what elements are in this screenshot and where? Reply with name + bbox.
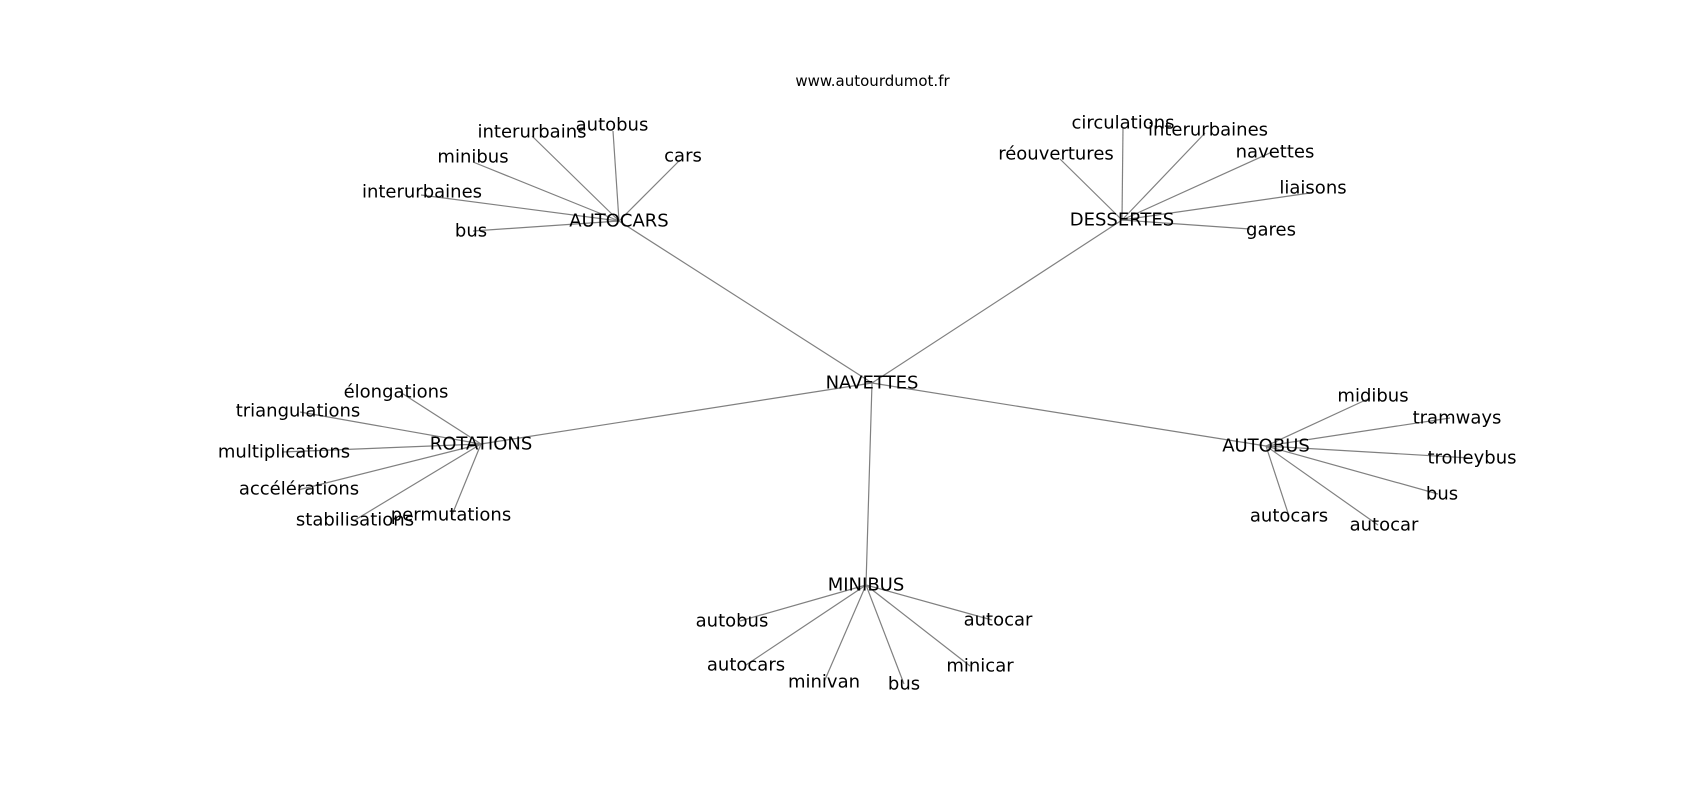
edge-center-autobus xyxy=(871,382,1267,447)
leaf-node-label: minibus xyxy=(437,147,508,168)
edge-center-dessertes xyxy=(871,219,1123,384)
edge-dessertes-leaf xyxy=(1121,219,1251,230)
edge-minibus-leaf xyxy=(865,584,905,685)
edge-autocars-leaf xyxy=(472,220,620,232)
leaf-node-label: élongations xyxy=(344,382,449,403)
leaf-node-label: autocar xyxy=(1350,515,1419,536)
leaf-node-label: minicar xyxy=(946,656,1014,677)
hub-node-label: ROTATIONS xyxy=(430,434,533,455)
leaf-node-label: gares xyxy=(1246,220,1296,241)
edge-autocars-leaf xyxy=(420,194,620,222)
leaf-node-label: bus xyxy=(1426,484,1458,505)
edge-rotations-leaf xyxy=(281,443,482,453)
edge-rotations-leaf xyxy=(451,443,482,516)
leaf-node-label: tramways xyxy=(1413,408,1502,429)
leaf-node-label: interurbains xyxy=(478,122,587,143)
leaf-node-label: autobus xyxy=(576,115,649,136)
leaf-node-label: midibus xyxy=(1337,386,1408,407)
edge-minibus-leaf xyxy=(865,584,971,667)
edge-autobus-leaf xyxy=(1265,397,1371,447)
leaf-node-label: multiplications xyxy=(218,442,350,463)
leaf-node-label: navettes xyxy=(1236,142,1315,163)
leaf-node-label: stabilisations xyxy=(296,510,414,531)
leaf-node-label: autocars xyxy=(1250,506,1328,527)
edge-autobus-leaf xyxy=(1265,445,1379,526)
hub-node-label: DESSERTES xyxy=(1070,210,1174,231)
leaf-node-label: trolleybus xyxy=(1427,448,1516,469)
edge-minibus-leaf xyxy=(865,584,993,621)
edge-center-minibus xyxy=(865,382,873,586)
edge-autocars-leaf xyxy=(531,135,620,222)
leaf-node-label: autocar xyxy=(964,610,1033,631)
edge-autocars-leaf xyxy=(612,130,620,222)
edge-autobus-leaf xyxy=(1265,417,1451,447)
leaf-node-label: interurbaines xyxy=(1148,120,1268,141)
leaf-node-label: minivan xyxy=(788,672,860,693)
edges xyxy=(281,127,1471,685)
leaf-node-label: autocars xyxy=(707,655,785,676)
leaf-node-label: cars xyxy=(664,146,702,167)
hub-node-label: AUTOCARS xyxy=(569,211,668,232)
leaf-node-label: autobus xyxy=(696,611,769,632)
edge-autobus-leaf xyxy=(1265,445,1471,459)
edge-rotations-leaf xyxy=(399,391,482,445)
leaf-node-label: interurbaines xyxy=(362,182,482,203)
edge-minibus-leaf xyxy=(739,584,867,622)
center-node-label: NAVETTES xyxy=(826,373,919,394)
hub-node-label: MINIBUS xyxy=(828,575,905,596)
watermark: www.autourdumot.fr xyxy=(795,72,950,90)
edge-dessertes-leaf xyxy=(1059,158,1123,221)
leaf-node-label: liaisons xyxy=(1279,178,1346,199)
edge-dessertes-leaf xyxy=(1121,132,1206,221)
edge-rotations-leaf xyxy=(297,443,482,491)
edge-center-rotations xyxy=(480,382,873,445)
edge-dessertes-leaf xyxy=(1121,127,1124,221)
edge-minibus-leaf xyxy=(745,584,867,666)
edge-minibus-leaf xyxy=(823,584,867,683)
edge-rotations-leaf xyxy=(354,443,482,521)
leaf-node-label: accélérations xyxy=(239,479,359,500)
edge-autobus-leaf xyxy=(1265,445,1439,495)
edge-autocars-leaf xyxy=(618,159,681,222)
leaf-node-label: permutations xyxy=(391,505,511,526)
edge-autobus-leaf xyxy=(1265,445,1290,517)
edge-dessertes-leaf xyxy=(1121,192,1311,221)
leaf-node-label: bus xyxy=(888,674,920,695)
node-labels: NAVETTESAUTOCARSinterurbainsautobusminib… xyxy=(218,113,1517,695)
edge-autocars-leaf xyxy=(472,161,620,222)
edge-center-autocars xyxy=(618,220,873,384)
edge-rotations-leaf xyxy=(299,411,482,445)
hub-node-label: AUTOBUS xyxy=(1222,436,1310,457)
leaf-node-label: circulations xyxy=(1071,113,1174,134)
leaf-node-label: réouvertures xyxy=(998,144,1114,165)
edge-dessertes-leaf xyxy=(1121,151,1273,221)
leaf-node-label: triangulations xyxy=(236,401,361,422)
leaf-node-label: bus xyxy=(455,221,487,242)
